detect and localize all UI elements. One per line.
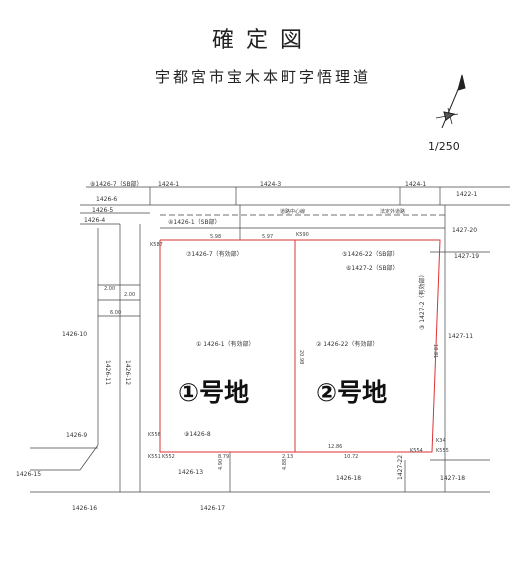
parcel-label: ⑥1427-2（SB部） xyxy=(346,264,399,272)
lot-boundary xyxy=(159,239,441,453)
parcel-label: ⑤1426-22（SB部） xyxy=(342,250,398,258)
parcel-label: 1427-22 xyxy=(397,455,404,480)
dimension: 4.88 xyxy=(282,459,288,470)
dimension: 8.79 xyxy=(218,454,229,460)
parcel-label: 1426-4 xyxy=(84,217,105,224)
survey-point: K590 xyxy=(296,232,309,238)
parcel-label: 1424-3 xyxy=(260,181,281,188)
parcel-label: 1427-18 xyxy=(440,475,465,482)
parcel-label: 1426-5 xyxy=(92,207,113,214)
dimension: 2.00 xyxy=(104,286,115,292)
survey-point: K554 xyxy=(410,448,423,454)
parcel-label: 1426-15 xyxy=(16,471,41,478)
lot-label: ③ 1427-2（有効部） xyxy=(418,271,426,330)
parcel-label: 1426-12 xyxy=(124,360,131,385)
page-subtitle: 宇都宮市宝木本町字悟理道 xyxy=(154,68,371,86)
parcel-label: 1426-18 xyxy=(336,475,361,482)
parcel-label: 1422-1 xyxy=(456,191,477,198)
survey-point: K34 xyxy=(436,438,446,444)
parcel-label: 1426-9 xyxy=(66,432,87,439)
lot-label: ① 1426-1（有効部） xyxy=(196,340,255,348)
dimension: 5.97 xyxy=(262,234,273,240)
parcel-label: 1426-11 xyxy=(104,360,111,385)
dimension: 4.90 xyxy=(218,459,224,470)
dimension: 10.72 xyxy=(344,454,358,460)
survey-point: K551 xyxy=(148,454,161,460)
lot-label: ② 1426-22（有効部） xyxy=(316,340,378,348)
scale-label: 1/250 xyxy=(428,140,460,153)
dimension: 2.13 xyxy=(282,454,293,460)
survey-point: K555 xyxy=(436,448,449,454)
dimension: 12.86 xyxy=(328,444,342,450)
parcel-label: ⑨1426-8 xyxy=(184,431,211,438)
parcel-label: 1427-20 xyxy=(452,227,477,234)
north-arrow-icon xyxy=(435,74,466,129)
road-label: 法定外道路 xyxy=(380,208,405,215)
parcel-label: 1424-1 xyxy=(405,181,426,188)
page-title: 確定図 xyxy=(211,28,314,53)
parcel-label: 1426-16 xyxy=(72,505,97,512)
dimension: 5.98 xyxy=(210,234,221,240)
dimension: 18.81 xyxy=(432,344,438,358)
parcel-label: 1426-6 xyxy=(96,196,117,203)
dimension: 2.00 xyxy=(124,292,135,298)
parcel-label: 1424-1 xyxy=(158,181,179,188)
parcel-label: ④1426-1（SB部） xyxy=(168,218,221,226)
lot-2-heading: ②号地 xyxy=(316,378,387,407)
parcel-label: 1426-10 xyxy=(62,331,87,338)
dimension: 20.98 xyxy=(298,350,304,364)
parcel-label: ⑦1426-7（有効部） xyxy=(186,250,243,258)
dimension: 6.00 xyxy=(110,310,121,316)
road-label: 道路中心線 xyxy=(280,208,305,215)
lot-1-heading: ①号地 xyxy=(178,378,249,407)
survey-point: K587 xyxy=(150,242,163,248)
parcel-label: 1426-13 xyxy=(178,469,203,476)
survey-point: K552 xyxy=(162,454,175,460)
survey-point: K556 xyxy=(148,432,161,438)
parcel-label: 1427-11 xyxy=(448,333,473,340)
parcel-label: 1426-17 xyxy=(200,505,225,512)
parcel-label: 1427-19 xyxy=(454,253,479,260)
parcel-label: ⑧1426-7（SB部） xyxy=(90,180,143,188)
